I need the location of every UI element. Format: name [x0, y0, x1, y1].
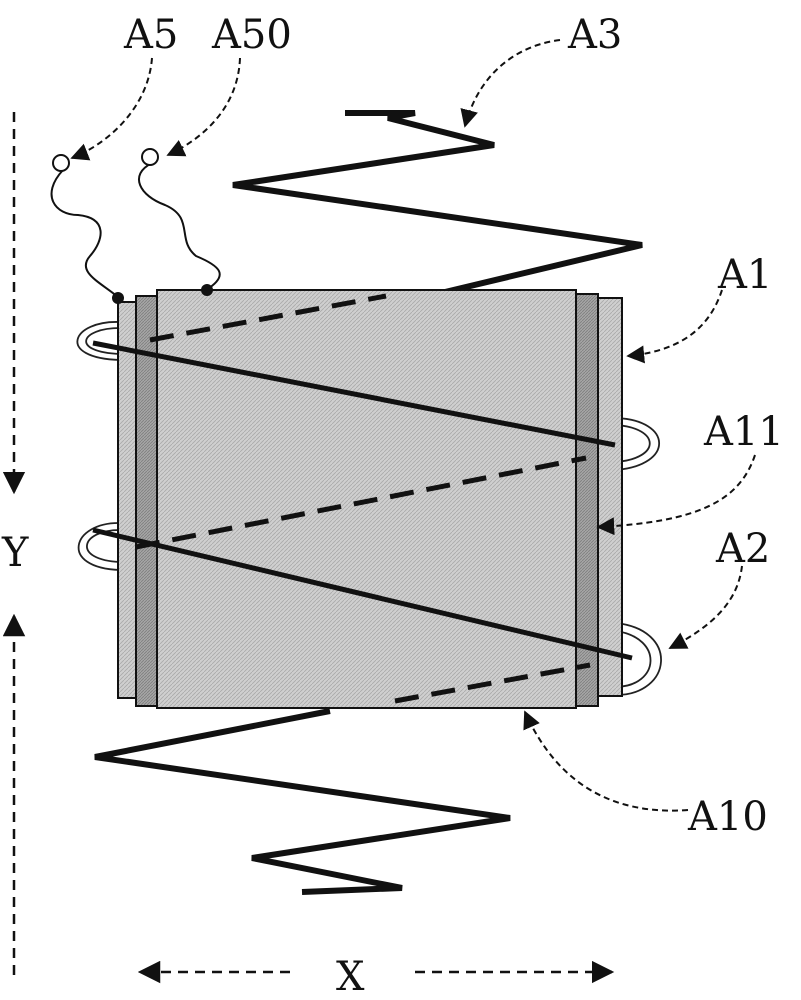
label-a2: A2 — [715, 526, 770, 572]
front-winding — [92, 340, 633, 661]
label-a3: A3 — [567, 12, 622, 58]
label-a1: A1 — [717, 252, 772, 298]
lead-terminal-a50 — [141, 148, 159, 166]
lead-joint-a5 — [112, 292, 124, 304]
spring-top — [232, 110, 643, 295]
lead-terminal-a5 — [52, 154, 70, 172]
coil-loops — [76, 321, 662, 696]
y-axis-label: Y — [1, 530, 29, 576]
outer-layer-right — [595, 297, 623, 697]
label-a11: A11 — [703, 409, 784, 455]
lead-wires — [50, 162, 221, 298]
spring-bottom — [94, 708, 511, 895]
label-a50: A50 — [211, 12, 292, 58]
label-a5: A5 — [123, 12, 178, 58]
leader-lines — [70, 39, 756, 812]
label-a10: A10 — [687, 794, 768, 840]
back-winding — [135, 293, 591, 704]
x-axis-label: X — [336, 954, 365, 1000]
lead-joint-a50 — [201, 284, 213, 296]
